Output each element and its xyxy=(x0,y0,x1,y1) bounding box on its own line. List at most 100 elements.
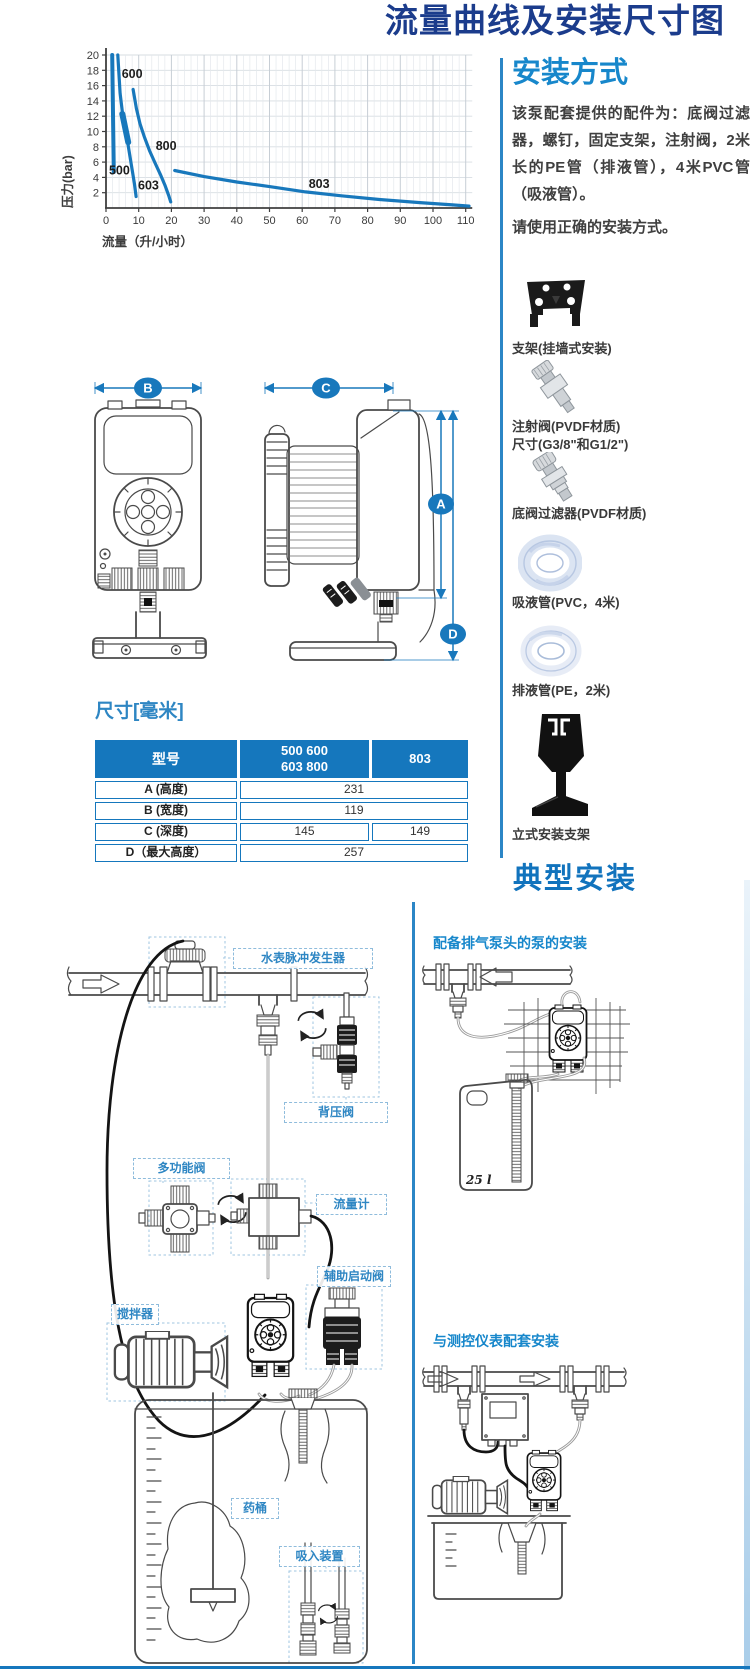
pump-dimension-drawing: B C A D xyxy=(92,377,466,662)
section-divider-top xyxy=(500,58,503,858)
svg-text:10: 10 xyxy=(133,215,145,227)
flow-meter-device xyxy=(230,1183,312,1250)
svg-text:10: 10 xyxy=(87,127,99,139)
instrument-install-diagram xyxy=(422,1365,627,1600)
svg-text:0: 0 xyxy=(103,215,109,227)
suction-tube-coil-icon xyxy=(518,534,582,592)
svg-text:803: 803 xyxy=(309,177,330,191)
chart-x-axis-label: 流量（升/小时） xyxy=(102,234,193,249)
dosing-pump xyxy=(548,1004,588,1073)
install-paragraph-2: 请使用正确的安装方式。 xyxy=(512,219,678,236)
foot-valve-filter-icon xyxy=(532,452,573,502)
pulse-signal-cable xyxy=(105,939,267,1438)
dimension-labels: B C A D xyxy=(134,377,466,645)
controller-display xyxy=(489,1401,517,1419)
injection-valve-on-pipe xyxy=(571,1393,589,1421)
pump-side-view xyxy=(263,382,459,662)
header-models-group-line1: 500 600 xyxy=(281,743,328,758)
page-edge-strip xyxy=(744,880,750,1670)
svg-text:800: 800 xyxy=(156,139,177,153)
table-header-row: 型号 500 600 603 800 803 xyxy=(95,740,468,778)
svg-text:100: 100 xyxy=(424,215,442,227)
svg-text:50: 50 xyxy=(263,215,275,227)
jerry-can: 25 l xyxy=(459,1073,533,1191)
install-method-column: 安装方式 该泵配套提供的配件为：底阀过滤器，螺钉，固定支架，注射阀，2米长的PE… xyxy=(512,56,750,241)
row-c-value-1: 145 xyxy=(240,823,369,841)
svg-text:40: 40 xyxy=(231,215,243,227)
svg-text:8: 8 xyxy=(93,142,99,154)
table-row: B (宽度) 119 xyxy=(95,802,468,820)
svg-text:4: 4 xyxy=(93,172,99,184)
row-c-value-2: 149 xyxy=(372,823,468,841)
label-flow-meter: 流量计 xyxy=(316,1194,387,1215)
pump-front-view xyxy=(92,382,207,659)
injection-valve-caption: 注射阀(PVDF材质) xyxy=(512,419,621,434)
back-pressure-valve-device xyxy=(312,992,357,1090)
chemical-tank xyxy=(134,1388,368,1664)
svg-text:60: 60 xyxy=(296,215,308,227)
flow-direction-arrow xyxy=(479,967,513,987)
label-aux-priming-valve: 辅助启动阀 xyxy=(317,1266,391,1287)
dimensions-heading: 尺寸[毫米] xyxy=(95,701,184,722)
svg-text:2: 2 xyxy=(93,188,99,200)
flow-direction-arrow xyxy=(82,974,120,994)
probe-cable xyxy=(462,1428,500,1454)
pipe xyxy=(422,963,573,993)
injection-valve-caption-2: 尺寸(G3/8"和G1/2") xyxy=(512,437,629,452)
flow-direction-arrow xyxy=(519,1371,551,1387)
dosing-pump xyxy=(246,1292,295,1378)
svg-text:14: 14 xyxy=(87,96,99,108)
mixer-motor xyxy=(113,1331,229,1389)
svg-text:603: 603 xyxy=(138,179,159,193)
dim-label-b: B xyxy=(143,381,152,396)
aux-priming-valve-device xyxy=(323,1287,361,1365)
floor-stand-bracket-icon xyxy=(532,714,588,816)
dim-label-d: D xyxy=(448,627,457,642)
discharge-tube-coil-icon xyxy=(520,625,582,677)
mixer-motor xyxy=(431,1476,509,1515)
wall-bracket-icon xyxy=(527,280,585,327)
dim-label-a: A xyxy=(436,497,446,512)
svg-text:90: 90 xyxy=(394,215,406,227)
pipe xyxy=(422,1365,627,1395)
main-pipe xyxy=(66,966,369,1002)
chemical-tank xyxy=(427,1512,571,1600)
vent-head-install-diagram: 25 l xyxy=(422,963,630,1191)
section-divider-bottom xyxy=(412,902,415,1664)
table-row: C (深度) 145 149 xyxy=(95,823,468,841)
foot-valve-filter-caption: 底阀过滤器(PVDF材质) xyxy=(512,506,647,521)
svg-text:80: 80 xyxy=(361,215,373,227)
controller-cable xyxy=(503,1444,530,1490)
svg-text:110: 110 xyxy=(457,215,475,227)
rotation-arrows-icon xyxy=(298,1012,325,1038)
dosing-pump xyxy=(526,1449,562,1512)
vent-head-install-title: 配备排气泵头的泵的安装 xyxy=(433,935,587,951)
svg-text:20: 20 xyxy=(87,50,99,62)
suction-devices xyxy=(299,1542,351,1656)
label-back-pressure-valve: 背压阀 xyxy=(284,1102,388,1123)
can-volume-label: 25 l xyxy=(465,1173,492,1187)
flow-direction-arrow xyxy=(427,1371,459,1387)
tank-level-scale xyxy=(146,1416,162,1641)
svg-text:30: 30 xyxy=(198,215,210,227)
table-row: A (高度) 231 xyxy=(95,781,468,799)
header-model: 型号 xyxy=(95,740,237,778)
label-multi-function-valve: 多功能阀 xyxy=(133,1158,230,1179)
sensor-probe xyxy=(457,1393,471,1431)
multi-function-valve-device xyxy=(138,1185,216,1253)
install-heading: 安装方式 xyxy=(512,57,629,89)
svg-text:18: 18 xyxy=(87,65,99,77)
typical-install-heading: 典型安装 xyxy=(512,863,637,895)
label-water-meter: 水表脉冲发生器 xyxy=(233,948,373,969)
injection-valve-on-pipe xyxy=(449,991,467,1019)
row-c-label: C (深度) xyxy=(95,823,237,841)
injection-valve-icon xyxy=(531,360,575,414)
row-b-label: B (宽度) xyxy=(95,802,237,820)
wall-bracket-caption: 支架(挂墙式安装) xyxy=(512,341,612,356)
floor-stand-bracket-caption: 立式安装支架 xyxy=(512,827,591,842)
discharge-tube-coil-caption: 排液管(PE，2米) xyxy=(512,683,611,698)
